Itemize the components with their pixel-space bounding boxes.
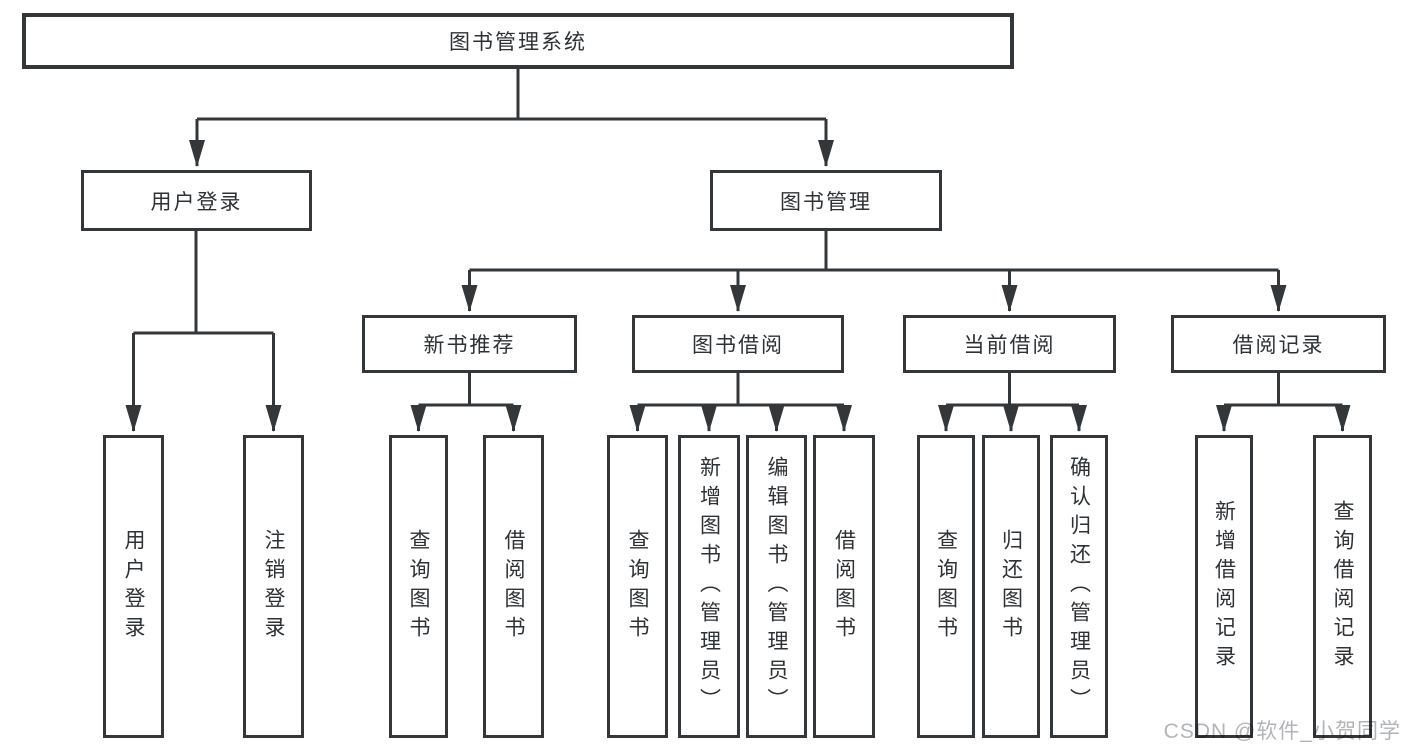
node-user-login: 用户登录 bbox=[81, 170, 312, 231]
leaf-borrow-books: 借阅图书 bbox=[813, 435, 875, 738]
leaf-query-books-recommend: 查询图书 bbox=[389, 435, 448, 738]
leaf-edit-books-admin: 编辑图书（管理员） bbox=[746, 435, 807, 738]
leaf-borrow-books-recommend: 借阅图书 bbox=[483, 435, 544, 738]
leaf-confirm-return-admin: 确认归还（管理员） bbox=[1050, 435, 1108, 738]
leaf-query-books-borrow: 查询图书 bbox=[607, 435, 668, 738]
node-label: 借阅图书 bbox=[502, 528, 525, 645]
leaf-user-login: 用户登录 bbox=[103, 435, 164, 738]
node-label: 图书管理 bbox=[780, 190, 872, 214]
node-borrow-records: 借阅记录 bbox=[1171, 315, 1386, 373]
node-label: 图书借阅 bbox=[692, 334, 784, 357]
node-label: 借阅图书 bbox=[832, 528, 856, 645]
node-label: 用户登录 bbox=[150, 190, 243, 214]
connector-lines bbox=[125, 67, 1351, 432]
node-label: 查询图书 bbox=[934, 528, 958, 645]
node-label: 注销登录 bbox=[262, 528, 285, 645]
leaf-return-books: 归还图书 bbox=[982, 435, 1040, 738]
node-label: 新增借阅记录 bbox=[1212, 499, 1236, 674]
node-label: 归还图书 bbox=[999, 528, 1023, 645]
node-book-borrow: 图书借阅 bbox=[632, 315, 844, 373]
leaf-query-borrow-record: 查询借阅记录 bbox=[1313, 435, 1372, 738]
node-label: 查询图书 bbox=[626, 528, 649, 645]
leaf-query-books-current: 查询图书 bbox=[917, 435, 975, 738]
leaf-add-borrow-record: 新增借阅记录 bbox=[1195, 435, 1253, 738]
csdn-watermark: CSDN @软件_小贺同学 bbox=[1163, 720, 1401, 743]
leaf-logout: 注销登录 bbox=[243, 435, 304, 738]
node-label: 查询借阅记录 bbox=[1331, 499, 1354, 674]
node-book-management: 图书管理 bbox=[710, 170, 942, 231]
node-label: 查询图书 bbox=[407, 528, 430, 645]
node-label: 新增图书（管理员） bbox=[697, 456, 721, 717]
node-library-system: 图书管理系统 bbox=[22, 13, 1014, 69]
node-label: 借阅记录 bbox=[1232, 334, 1325, 357]
node-label: 确认归还（管理员） bbox=[1067, 456, 1091, 717]
node-new-book-recommend: 新书推荐 bbox=[362, 315, 577, 373]
node-label: 图书管理系统 bbox=[449, 31, 587, 54]
node-label: 用户登录 bbox=[122, 528, 145, 645]
node-label: 当前借阅 bbox=[963, 334, 1056, 357]
node-label: 新书推荐 bbox=[423, 334, 516, 357]
node-current-borrow: 当前借阅 bbox=[903, 315, 1116, 373]
node-label: 编辑图书（管理员） bbox=[765, 456, 788, 717]
leaf-add-books-admin: 新增图书（管理员） bbox=[678, 435, 740, 738]
